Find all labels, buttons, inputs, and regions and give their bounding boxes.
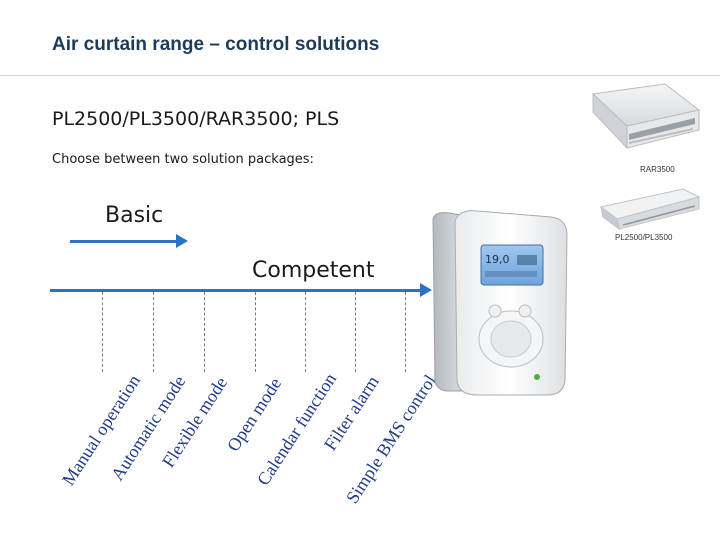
pl-product-image: [595, 185, 703, 235]
basic-arrow-line: [70, 240, 182, 243]
feature-divider: [255, 292, 256, 372]
controller-device-image: 19,0: [425, 205, 575, 405]
feature-divider: [204, 292, 205, 372]
feature-divider: [102, 292, 103, 372]
rar3500-label: RAR3500: [640, 165, 675, 174]
page-title: Air curtain range – control solutions: [52, 34, 379, 56]
basic-arrow-head-icon: [176, 234, 188, 248]
rar3500-product-image: [585, 82, 703, 174]
basic-package-label: Basic: [105, 203, 163, 228]
feature-divider: [405, 292, 406, 372]
title-divider: [0, 75, 720, 76]
feature-divider: [355, 292, 356, 372]
feature-divider: [153, 292, 154, 372]
subtitle: PL2500/PL3500/RAR3500; PLS: [52, 108, 339, 130]
pl-label: PL2500/PL3500: [615, 233, 672, 242]
controller-temp-readout: 19,0: [485, 253, 510, 266]
competent-package-label: Competent: [252, 258, 374, 283]
instruction-text: Choose between two solution packages:: [52, 152, 314, 167]
feature-divider: [305, 292, 306, 372]
competent-arrow-line: [50, 289, 425, 292]
